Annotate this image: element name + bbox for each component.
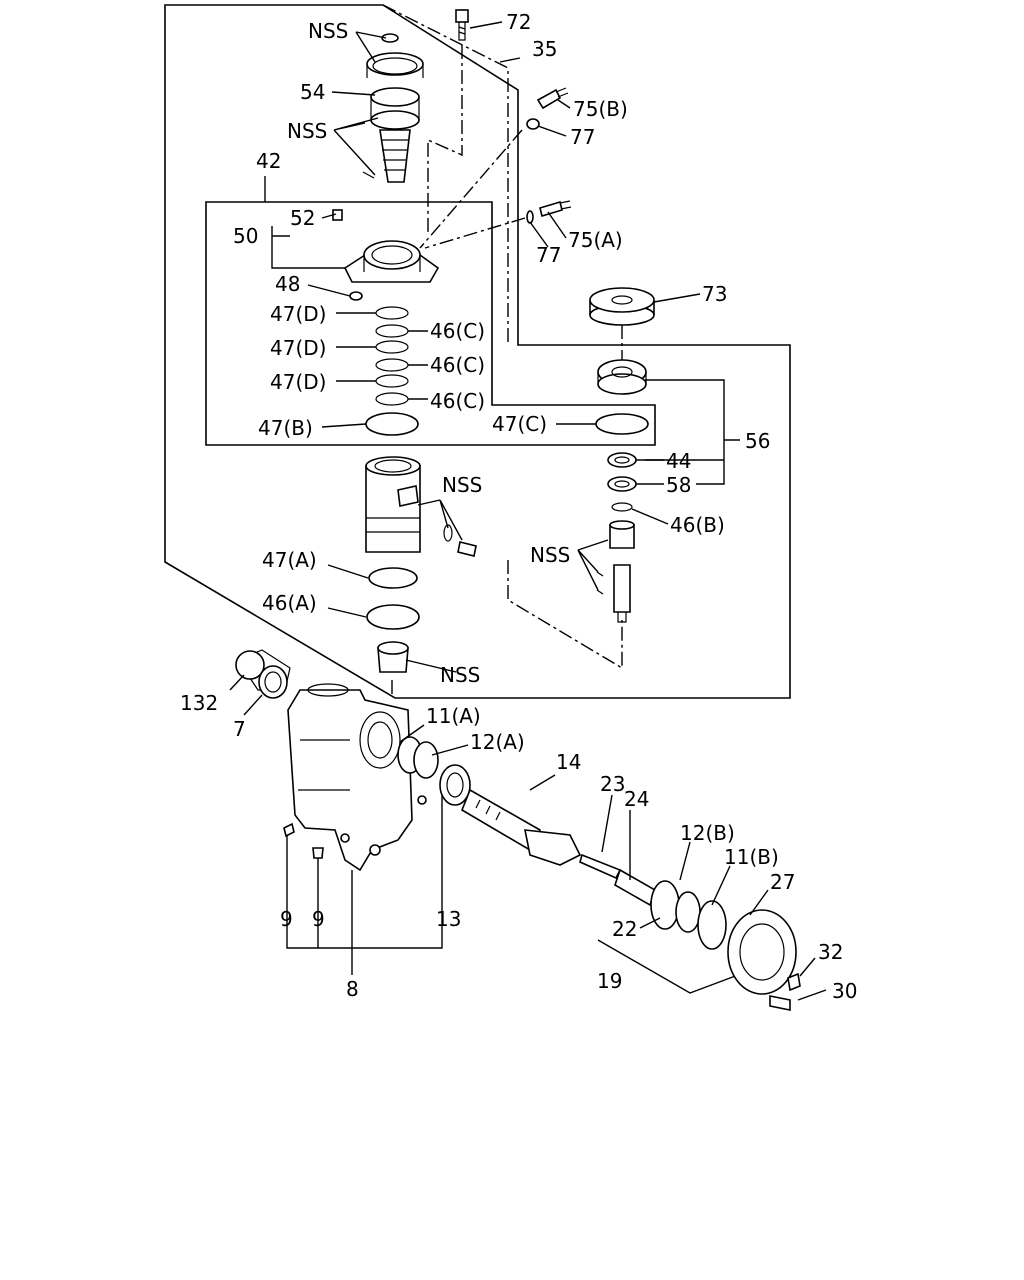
- label-nss-top: NSS: [308, 19, 348, 43]
- label-19: 19: [597, 969, 622, 993]
- label-9-left: 9: [280, 907, 293, 931]
- label-46c-3: 46(C): [430, 389, 485, 413]
- label-14: 14: [556, 750, 581, 774]
- label-56: 56: [745, 429, 770, 453]
- label-13: 13: [436, 907, 461, 931]
- label-nss-piston: NSS: [442, 473, 482, 497]
- label-46c-2: 46(C): [430, 353, 485, 377]
- label-9-right: 9: [312, 907, 325, 931]
- part-14-shaft: [397, 736, 801, 1011]
- label-24: 24: [624, 787, 649, 811]
- label-58: 58: [666, 473, 691, 497]
- label-77-lower: 77: [536, 243, 561, 267]
- label-54: 54: [300, 80, 325, 104]
- label-48: 48: [275, 272, 300, 296]
- label-75b: 75(B): [573, 97, 628, 121]
- label-22: 22: [612, 917, 637, 941]
- label-8: 8: [346, 977, 359, 1001]
- label-leaders: [229, 21, 827, 1001]
- label-35: 35: [532, 37, 557, 61]
- label-12a: 12(A): [470, 730, 525, 754]
- label-12b: 12(B): [680, 821, 735, 845]
- label-132: 132: [180, 691, 218, 715]
- part-73-disc: [589, 287, 655, 326]
- part-50-cylinder-head: [332, 209, 440, 301]
- assembly-axes: [382, 4, 623, 698]
- label-30: 30: [832, 979, 857, 1003]
- label-47d-3: 47(D): [270, 370, 326, 394]
- label-11b: 11(B): [724, 845, 779, 869]
- label-47d-1: 47(D): [270, 302, 326, 326]
- part-75-fittings: [526, 87, 572, 224]
- part-56-piston: [596, 359, 647, 623]
- label-nss-valve: NSS: [530, 543, 570, 567]
- label-46c-1: 46(C): [430, 319, 485, 343]
- label-50: 50: [233, 224, 258, 248]
- label-72: 72: [506, 10, 531, 34]
- label-73: 73: [702, 282, 727, 306]
- label-52: 52: [290, 206, 315, 230]
- label-23: 23: [600, 772, 625, 796]
- label-32: 32: [818, 940, 843, 964]
- label-nss-mid: NSS: [287, 119, 327, 143]
- part-72-bolt: [455, 9, 469, 41]
- label-47c: 47(C): [492, 412, 547, 436]
- label-47b: 47(B): [258, 416, 313, 440]
- label-75a: 75(A): [568, 228, 623, 252]
- part-cylinder-tube: [365, 456, 477, 673]
- frame-lines: [164, 4, 791, 994]
- callout-labels: NSS 72 35 54 75(B) NSS 77 42 52 50 75(A)…: [180, 10, 857, 1003]
- label-7: 7: [233, 717, 246, 741]
- part-54-valve-assembly: [362, 33, 424, 183]
- label-42: 42: [256, 149, 281, 173]
- label-47a: 47(A): [262, 548, 317, 572]
- label-27: 27: [770, 870, 795, 894]
- label-47d-2: 47(D): [270, 336, 326, 360]
- label-44: 44: [666, 449, 691, 473]
- part-housing: [235, 649, 427, 872]
- label-77-upper: 77: [570, 125, 595, 149]
- label-nss-bottom: NSS: [440, 663, 480, 687]
- label-46b: 46(B): [670, 513, 725, 537]
- label-46a: 46(A): [262, 591, 317, 615]
- label-11a: 11(A): [426, 704, 481, 728]
